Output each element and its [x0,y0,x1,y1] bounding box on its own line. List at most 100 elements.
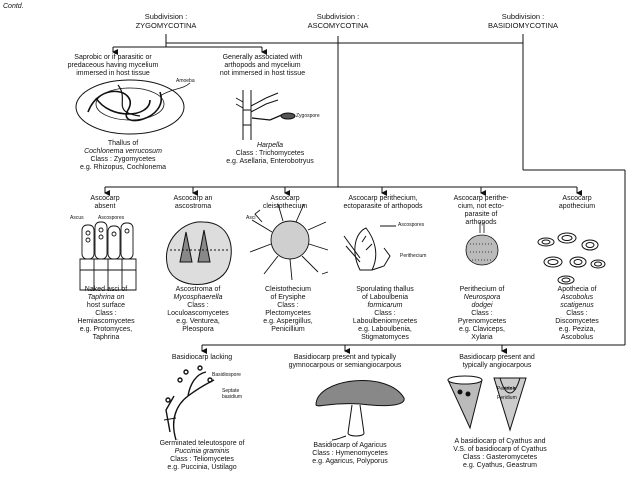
text-line: Ascocarp perithe- [453,195,509,202]
laboulbeniomycetes-caption: Sporulating thallus of Laboulbenia formi… [335,286,435,342]
puccinia-teleutospore-illustration [163,365,215,441]
text-line: e.g. Claviceps, [459,326,505,333]
agaricus-basidiocarp-illustration [315,380,405,441]
discomycetes-caption: Apothecia of Ascobolus scatigenus Class … [535,286,619,342]
text-line: e.g. Cyathus, Geastrum [463,462,537,469]
text-line: Xylaria [471,334,493,341]
asco-group-head-6: Ascocarp apothecium [547,195,607,211]
text-line: Mycosphaerella [150,294,246,302]
peridiole-label: Peridiole [497,386,517,392]
text-line: of Laboulbenia [362,294,408,301]
heading-line: ZYGOMYCOTINA [135,20,197,30]
text-line: Taphrina on [66,294,146,302]
genus-name: Taphrina on [87,294,125,301]
text-line: e.g. Peziza, [558,326,596,333]
text-line: Plectomycetes [265,310,311,317]
text-line: Sporulating thallus [356,286,414,293]
text-line: Apothecia of [557,286,597,293]
text-line: Basidiocarp of Agaricus [313,442,387,449]
text-line: arthopods [465,219,497,226]
text-line: e.g. Puccinia, Ustilago [167,464,237,471]
text-line: Class : Trichomycetes [235,150,305,157]
text-line: Class : Hymenomycetes [312,450,388,457]
amoeba-label: Amoeba [176,78,195,84]
basidio-group-head-3: Basidiocarp present and typically angioc… [447,354,547,370]
text-line: arthopods and mycelium [224,62,301,69]
heading-line: Subdivision : [501,12,545,21]
laboulbenia-thallus-illustration [343,225,396,271]
species-name: dodgei [471,302,493,309]
text-line: e.g. Rhizopus, Cochlonema [80,164,166,171]
hymenomycetes-caption: Basidiocarp of Agaricus Class : Hymenomy… [290,442,410,466]
perithecium-label: Perithecium [400,253,427,259]
zygospore-label: Zygospore [296,113,320,119]
basidio-group-head-1: Basidiocarp lacking [147,354,257,362]
text-line: not immersed in host tissue [219,70,306,77]
subdivision-ascomycotina-heading: Subdivision : ASCOMYCOTINA [288,12,388,30]
text-line: Perithecium of [459,286,505,293]
text-line: Ascocarp [270,195,300,202]
text-line: Generally associated with [222,54,303,61]
species-name: Puccinia graminis [174,448,230,455]
heading-line: Subdivision : [316,12,360,21]
text-line: A basidiocarp of Cyathus and [454,438,546,445]
asco-group-head-1: Ascocarp absent [75,195,135,211]
text-line: Class : Teliomycetes [170,456,234,463]
genus-name: Harpella [256,142,284,149]
text-line: Ascocarp an [173,195,213,202]
plectomycetes-caption: Cleistothecium of Erysiphe Class : Plect… [245,286,331,334]
text-line: typically angiocarpous [462,362,532,369]
continued-label: Contd. [3,3,24,10]
text-line: Saprobic or if parasitic or [74,54,152,61]
harpella-illustration [235,90,296,140]
species-name: formicarum [367,302,403,309]
basidiospore-label: Basidiospore [212,372,241,378]
text-line: Taphrina [92,334,120,341]
text-line: e.g. Aspergillus, [263,318,313,325]
text-line: dodgei [440,302,524,310]
laboulbenia-ascospores-label: Ascospores [398,222,425,228]
text-line: host surface [86,302,126,309]
subdivision-basidiomycotina-heading: Subdivision : BASIDIOMYCOTINA [468,12,578,30]
text-line: ectoparasite of arthopods [343,203,423,210]
text-line: V.S. of basidiocarp of Cyathus [453,446,547,453]
text-line: Ascocarp [90,195,120,202]
text-line: e.g. Agaricus, Polyporus [312,458,388,465]
text-line: Basidiocarp present and [459,354,535,361]
text-line: basidium [222,394,243,400]
text-line: Class : [374,310,396,317]
genus-name: Ascobolus [560,294,594,301]
text-line: Class : [471,310,493,317]
heading-line: ASCOMYCOTINA [307,20,369,30]
text-line: Class : Zygomycetes [90,156,156,163]
species-name: Cochlonema verrucosum [84,148,162,155]
text-line: Class : [95,310,117,317]
text-line: Basidiocarp lacking [171,354,233,361]
genus-name: Mycosphaerella [173,294,223,301]
text-line: e.g. Protomyces, [79,326,133,333]
heading-line: Subdivision : [144,12,188,21]
text-line: Pyrenomycetes [457,318,507,325]
text-line: predaceous having mycelium [67,62,159,69]
asco-group-head-5: Ascocarp perithe- cium, not ecto- parasi… [446,195,516,227]
ascobolus-apothecia-illustration [537,232,606,285]
text-line: cium, not ecto- [458,203,504,210]
asco-group-head-3: Ascocarp cleistothecium [250,195,320,211]
cochlonema-thallus-illustration [75,79,191,135]
neurospora-perithecium-illustration [465,222,499,266]
text-line: Septate [222,388,240,394]
text-line: Cleistothecium [265,286,311,293]
subdivision-zygomycotina-heading: Subdivision : ZYGOMYCOTINA [116,12,216,30]
text-line: immersed in host tissue [76,70,150,77]
cyathus-basidiocarp-illustration [447,375,527,432]
text-line: apothecium [558,203,596,210]
text-line: Ascocarp [562,195,592,202]
text-line: of Erysiphe [270,294,306,301]
basidio-group-head-2: Basidiocarp present and typically gymnoc… [275,354,415,370]
taphrina-asci-illustration [79,221,137,291]
text-line: Neurospora [440,294,524,302]
text-line: Stigmatomyces [361,334,409,341]
text-line: Germinated teleutospore of [159,440,245,447]
